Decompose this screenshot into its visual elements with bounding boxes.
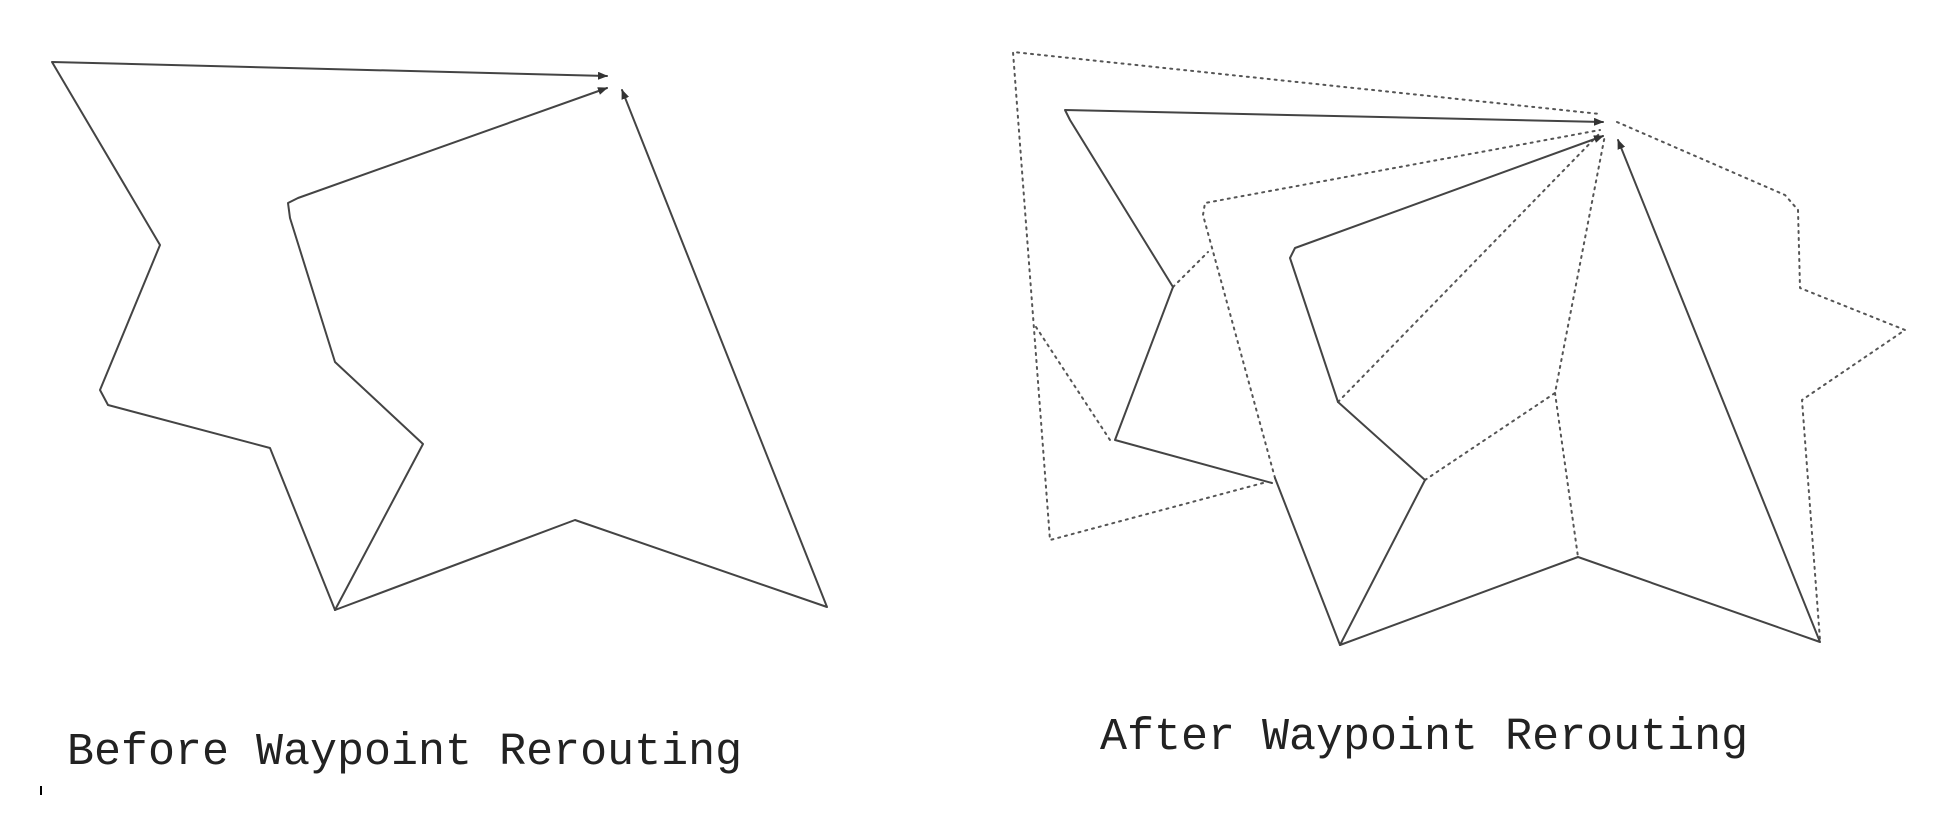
after-dotted-diagonal bbox=[1337, 132, 1601, 403]
after-dotted-outer-frame bbox=[1012, 51, 1601, 541]
after-caption: After Waypoint Rerouting bbox=[1100, 712, 1749, 763]
after-dotted-middle-loop bbox=[1202, 129, 1601, 479]
after-dotted-vertical bbox=[1554, 392, 1579, 558]
after-route-2-lower bbox=[1274, 477, 1341, 646]
after-route-2 bbox=[1289, 135, 1604, 646]
after-dotted-routes bbox=[1012, 51, 1906, 641]
after-solid-routes bbox=[1064, 109, 1821, 646]
after-dotted-lower-right bbox=[1424, 134, 1606, 481]
before-route-3 bbox=[334, 89, 828, 611]
before-route-1 bbox=[51, 61, 608, 611]
before-diagram bbox=[51, 61, 828, 611]
after-dotted-left-lower bbox=[1035, 326, 1111, 441]
after-route-1 bbox=[1064, 109, 1604, 484]
after-dotted-left-connect bbox=[1172, 251, 1209, 288]
after-route-3 bbox=[1339, 139, 1821, 646]
before-caption: Before Waypoint Rerouting bbox=[67, 727, 743, 778]
after-dotted-right-star bbox=[1616, 121, 1906, 641]
before-route-2 bbox=[287, 87, 608, 611]
